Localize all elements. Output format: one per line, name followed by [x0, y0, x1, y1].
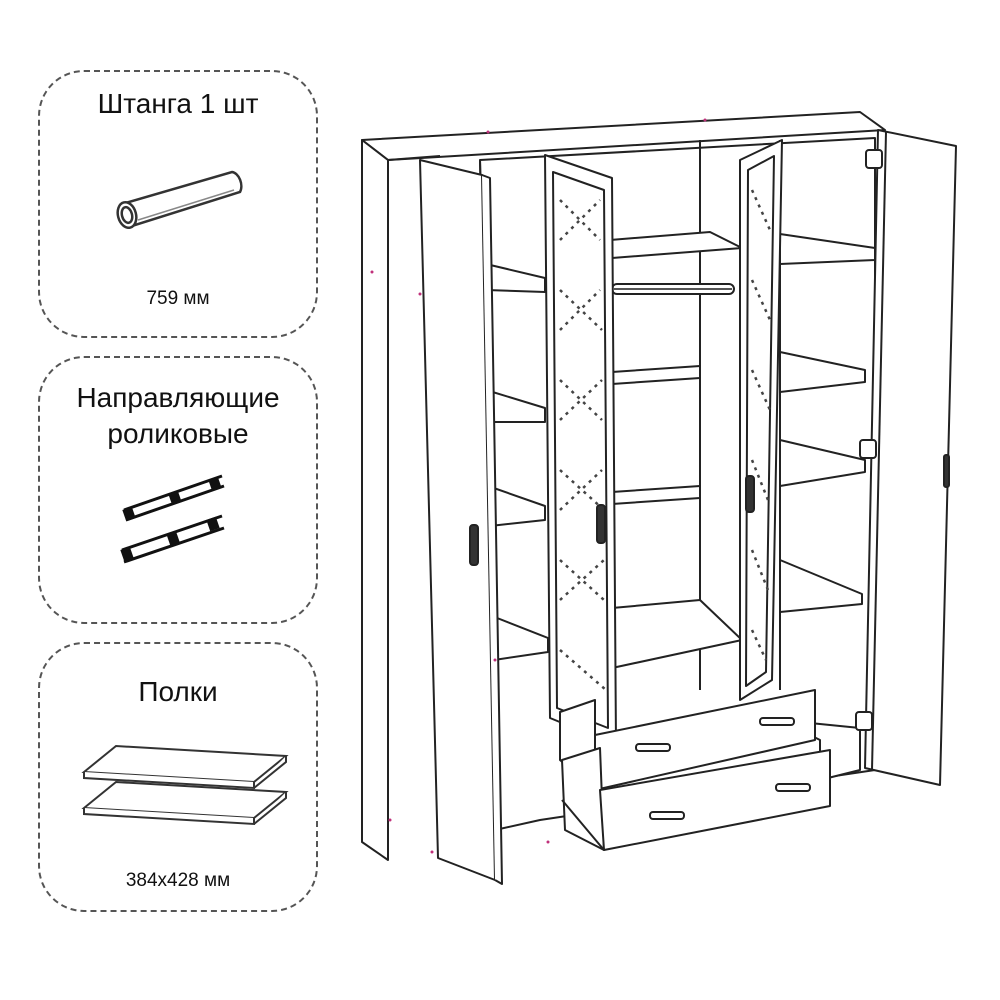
rod-card: Штанга 1 шт 759 мм — [38, 70, 318, 338]
shelves-title: Полки — [138, 676, 218, 707]
rod-dimension: 759 мм — [146, 288, 210, 309]
wardrobe-drawing — [361, 111, 957, 885]
rod-tube-icon — [116, 170, 243, 230]
shelves-dimension: 384x428 мм — [125, 870, 231, 891]
rails-title-line2: роликовые — [107, 418, 249, 449]
shelf-panels-icon — [81, 744, 289, 826]
rails-title-line1: Направляющие — [76, 382, 280, 413]
rod-title: Штанга 1 шт — [97, 88, 259, 119]
roller-rails-icon — [120, 474, 225, 564]
rails-card: Направляющие роликовые — [38, 356, 318, 624]
shelves-card: Полки 384x428 мм — [38, 642, 318, 912]
